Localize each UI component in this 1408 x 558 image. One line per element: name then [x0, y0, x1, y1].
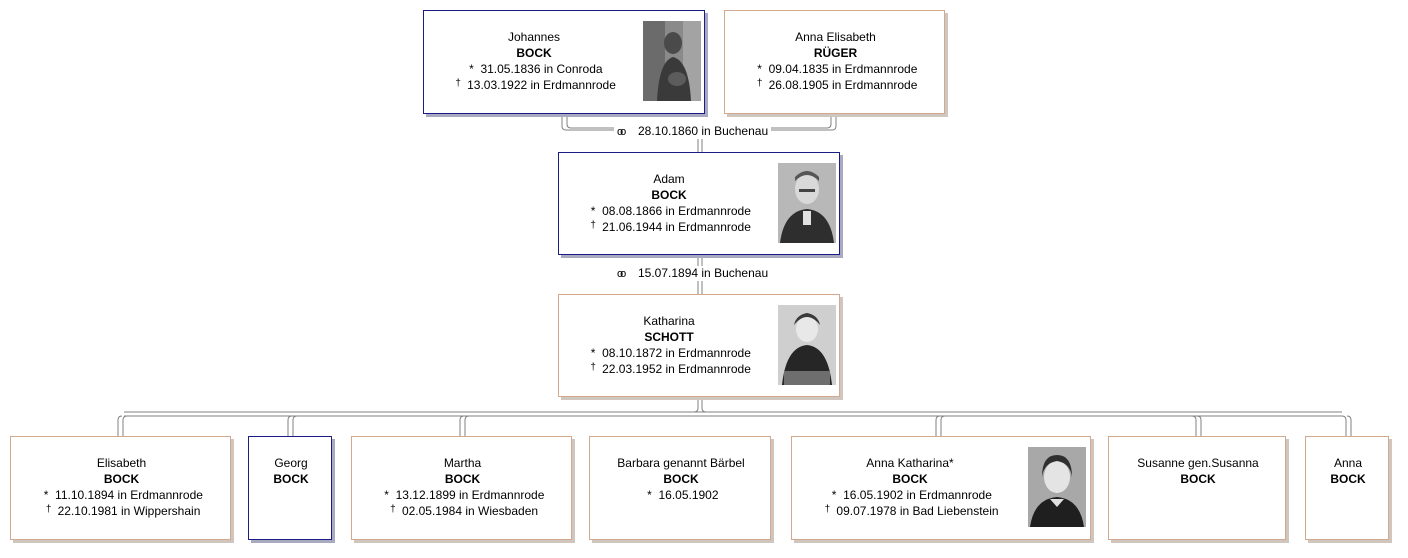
first-name: Susanne gen.Susanna — [1137, 456, 1259, 470]
death-event: †13.03.1922 in Erdmannrode — [424, 77, 644, 95]
first-name: Anna Katharina* — [866, 456, 954, 470]
birth-symbol-icon: * — [590, 204, 596, 218]
birth-symbol-icon: * — [831, 488, 837, 502]
surname: BOCK — [1330, 472, 1366, 486]
birth-event: *13.12.1899 in Erdmannrode — [352, 487, 573, 503]
child-card-elisabeth[interactable]: Elisabeth BOCK *11.10.1894 in Erdmannrod… — [10, 436, 231, 540]
birth-event: *16.05.1902 in Erdmannrode — [792, 487, 1028, 503]
death-cross-icon: † — [824, 504, 831, 515]
marriage-rings-icon: oo — [617, 268, 626, 280]
first-name: Martha — [443, 456, 482, 470]
surname: RÜGER — [813, 46, 858, 60]
death-cross-icon: † — [390, 504, 396, 515]
birth-event: *11.10.1894 in Erdmannrode — [11, 487, 232, 503]
death-event: †26.08.1905 in Erdmannrode — [725, 77, 946, 95]
first-name: Barbara genannt Bärbel — [617, 456, 745, 470]
surname: BOCK — [651, 188, 687, 202]
death-cross-icon: † — [590, 220, 596, 231]
surname: BOCK — [444, 472, 481, 486]
portrait-photo — [778, 163, 836, 243]
person-card-main[interactable]: Adam BOCK *08.08.1866 in Erdmannrode †21… — [558, 152, 840, 255]
child-card-anna-katharina[interactable]: Anna Katharina* BOCK *16.05.1902 in Erdm… — [791, 436, 1091, 540]
portrait-photo — [1028, 447, 1086, 527]
birth-event: *08.10.1872 in Erdmannrode — [559, 345, 779, 361]
first-name: Adam — [653, 172, 685, 186]
person-card-father[interactable]: Johannes BOCK *31.05.1836 in Conroda †13… — [423, 10, 705, 114]
first-name: Johannes — [507, 30, 561, 44]
death-cross-icon: † — [455, 78, 461, 89]
surname: BOCK — [516, 46, 552, 60]
first-name: Anna Elisabeth — [795, 30, 876, 44]
first-name: Georg — [274, 456, 308, 470]
birth-event: *16.05.1902 — [590, 487, 772, 503]
child-card-anna[interactable]: Anna BOCK — [1305, 436, 1389, 540]
birth-symbol-icon: * — [590, 346, 596, 360]
birth-symbol-icon: * — [647, 488, 652, 502]
portrait-photo — [778, 305, 836, 385]
first-name: Elisabeth — [96, 456, 147, 470]
death-cross-icon: † — [756, 78, 763, 89]
surname: BOCK — [892, 472, 928, 486]
marriage-rings-icon: oo — [617, 126, 626, 138]
first-name: Anna — [1333, 456, 1363, 470]
death-event: †22.10.1981 in Wippershain — [11, 503, 232, 521]
death-event: †21.06.1944 in Erdmannrode — [559, 219, 779, 237]
surname: BOCK — [663, 472, 699, 486]
death-cross-icon: † — [590, 362, 596, 373]
first-name: Katharina — [643, 314, 695, 328]
surname: SCHOTT — [644, 330, 694, 344]
surname: BOCK — [273, 472, 309, 486]
birth-symbol-icon: * — [757, 62, 762, 76]
child-card-georg[interactable]: Georg BOCK — [248, 436, 332, 540]
surname: BOCK — [103, 472, 140, 486]
child-card-susanne[interactable]: Susanne gen.Susanna BOCK — [1108, 436, 1286, 540]
birth-event: *31.05.1836 in Conroda — [424, 61, 644, 77]
surname: BOCK — [1180, 472, 1216, 486]
birth-event: *09.04.1835 in Erdmannrode — [725, 61, 946, 77]
death-event: †22.03.1952 in Erdmannrode — [559, 361, 779, 379]
birth-event: *08.08.1866 in Erdmannrode — [559, 203, 779, 219]
child-card-martha[interactable]: Martha BOCK *13.12.1899 in Erdmannrode †… — [351, 436, 572, 540]
death-event: †09.07.1978 in Bad Liebenstein — [792, 503, 1028, 521]
birth-symbol-icon: * — [384, 488, 389, 502]
person-card-mother[interactable]: Anna Elisabeth RÜGER *09.04.1835 in Erdm… — [724, 10, 945, 114]
death-cross-icon: † — [45, 504, 52, 515]
child-card-barbara[interactable]: Barbara genannt Bärbel BOCK *16.05.1902 — [589, 436, 771, 540]
birth-symbol-icon: * — [43, 488, 49, 502]
person-card-spouse[interactable]: Katharina SCHOTT *08.10.1872 in Erdmannr… — [558, 294, 840, 397]
death-event: †02.05.1984 in Wiesbaden — [352, 503, 573, 521]
portrait-photo — [643, 21, 701, 101]
birth-symbol-icon: * — [469, 62, 474, 76]
